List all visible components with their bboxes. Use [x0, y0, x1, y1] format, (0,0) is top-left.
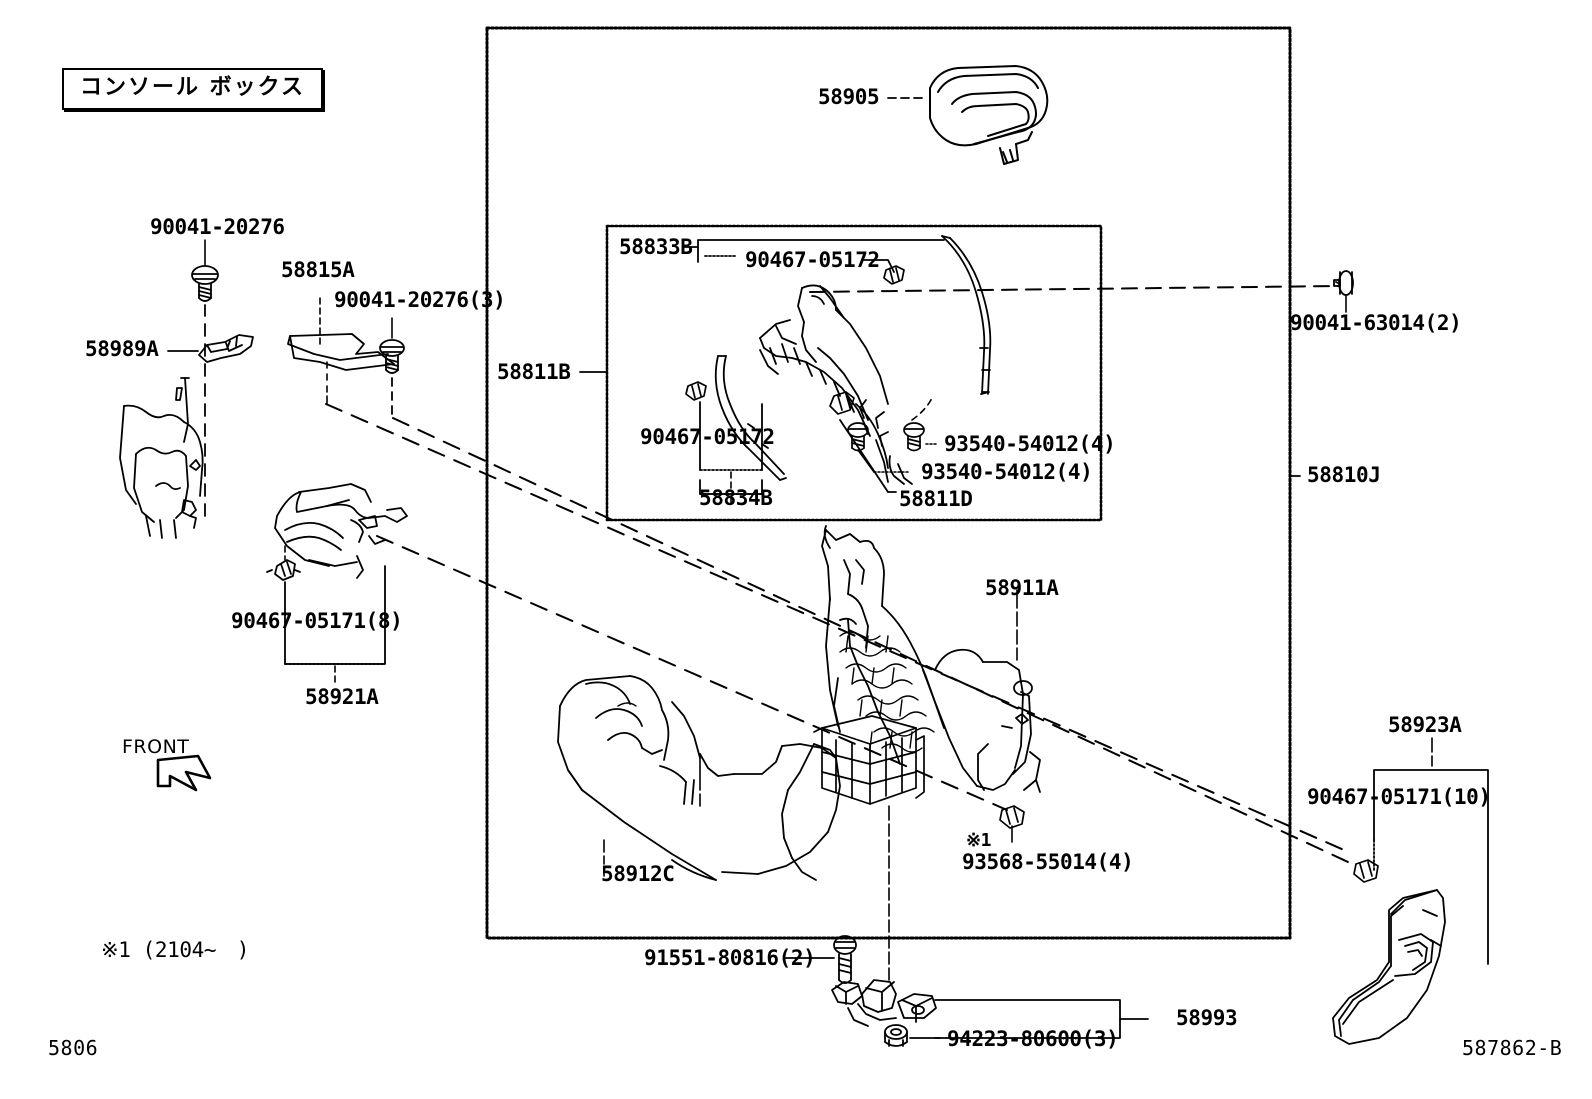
bolt-91551-80816-icon — [833, 935, 857, 984]
label-93540-54012-a: 93540-54012(4) — [944, 432, 1116, 456]
label-94223-80600: 94223-80600(3) — [947, 1027, 1119, 1051]
front-arrow-icon — [156, 754, 212, 792]
label-90041-20276: 90041-20276 — [150, 215, 285, 239]
part-left-console-shape — [119, 377, 204, 539]
label-58911A: 58911A — [985, 576, 1059, 600]
label-90467-05172-upper: 90467-05172 — [745, 248, 880, 272]
label-58810J: 58810J — [1307, 463, 1381, 487]
diagram-title-label: コンソール ボックス — [80, 75, 305, 100]
part-58834B-shape — [714, 355, 787, 481]
label-58905: 58905 — [818, 85, 880, 109]
label-58834B: 58834B — [699, 486, 773, 510]
label-58921A: 58921A — [305, 685, 379, 709]
clip-90467-05172-mid-icon — [685, 381, 707, 401]
clip-90467-05171-10-icon — [1353, 859, 1379, 883]
diagram-title-box: コンソール ボックス — [62, 68, 323, 110]
label-58993: 58993 — [1176, 1006, 1238, 1030]
clip-90467-05172-upper-icon — [883, 265, 905, 285]
part-58923A-shape — [1332, 889, 1446, 1045]
part-58811B-frame-shape — [759, 284, 913, 485]
label-58923A: 58923A — [1388, 713, 1462, 737]
label-90467-05172-mid: 90467-05172 — [640, 425, 775, 449]
part-58912C-shape — [557, 675, 841, 881]
part-58989A-shape — [198, 334, 254, 363]
clip-58811D-icon — [829, 391, 855, 415]
part-58833B-shape — [941, 235, 992, 395]
label-90467-05171-8: 90467-05171(8) — [231, 609, 403, 633]
assembly-line-upper — [325, 403, 1345, 851]
part-58921A-shape — [274, 483, 408, 579]
clip-93568-55014-icon — [999, 805, 1025, 829]
screw-90041-63014-icon — [1333, 270, 1354, 296]
assembly-line-58921A — [376, 535, 1008, 811]
label-93568-55014: 93568-55014(4) — [962, 850, 1134, 874]
label-note-mark-93568: ※1 — [966, 830, 992, 851]
part-58815A-shape — [287, 333, 395, 371]
clip-90467-05171-8-icon — [266, 559, 301, 581]
label-front-arrow: FRONT — [122, 736, 190, 758]
label-90041-20276-3: 90041-20276(3) — [334, 288, 506, 312]
label-note-1: ※1 (2104~ ) — [101, 938, 249, 962]
label-58811D: 58811D — [899, 487, 973, 511]
assembly-line-to-right-screw — [809, 285, 1341, 293]
leader-58811D — [839, 419, 889, 493]
footer-left-code: 5806 — [48, 1036, 99, 1060]
footer-right-code: 587862-B — [1462, 1036, 1563, 1060]
part-58993-shape — [831, 979, 937, 1027]
label-58912C: 58912C — [601, 862, 675, 886]
label-93540-54012-b: 93540-54012(4) — [921, 460, 1093, 484]
part-58905-shape — [929, 65, 1049, 165]
label-58815A: 58815A — [281, 258, 355, 282]
screw-93540-b-icon — [903, 422, 925, 452]
label-58989A: 58989A — [85, 337, 159, 361]
label-90467-05171-10: 90467-05171(10) — [1307, 785, 1491, 809]
assembly-line-lower — [392, 417, 1349, 863]
label-91551-80816: 91551-80816(2) — [644, 946, 816, 970]
part-58911A-shape — [821, 525, 1041, 793]
main-assembly-boundary — [485, 26, 1292, 940]
nut-94223-80600-icon — [884, 1024, 908, 1047]
screw-90041-20276-3-icon — [379, 339, 405, 374]
label-58811B: 58811B — [497, 360, 571, 384]
screw-93540-a-icon — [847, 422, 869, 452]
label-58833B: 58833B — [619, 235, 693, 259]
screw-90041-20276-icon — [191, 265, 219, 302]
label-90041-63014: 90041-63014(2) — [1290, 311, 1462, 335]
part-inner-tray-shape — [813, 715, 925, 805]
